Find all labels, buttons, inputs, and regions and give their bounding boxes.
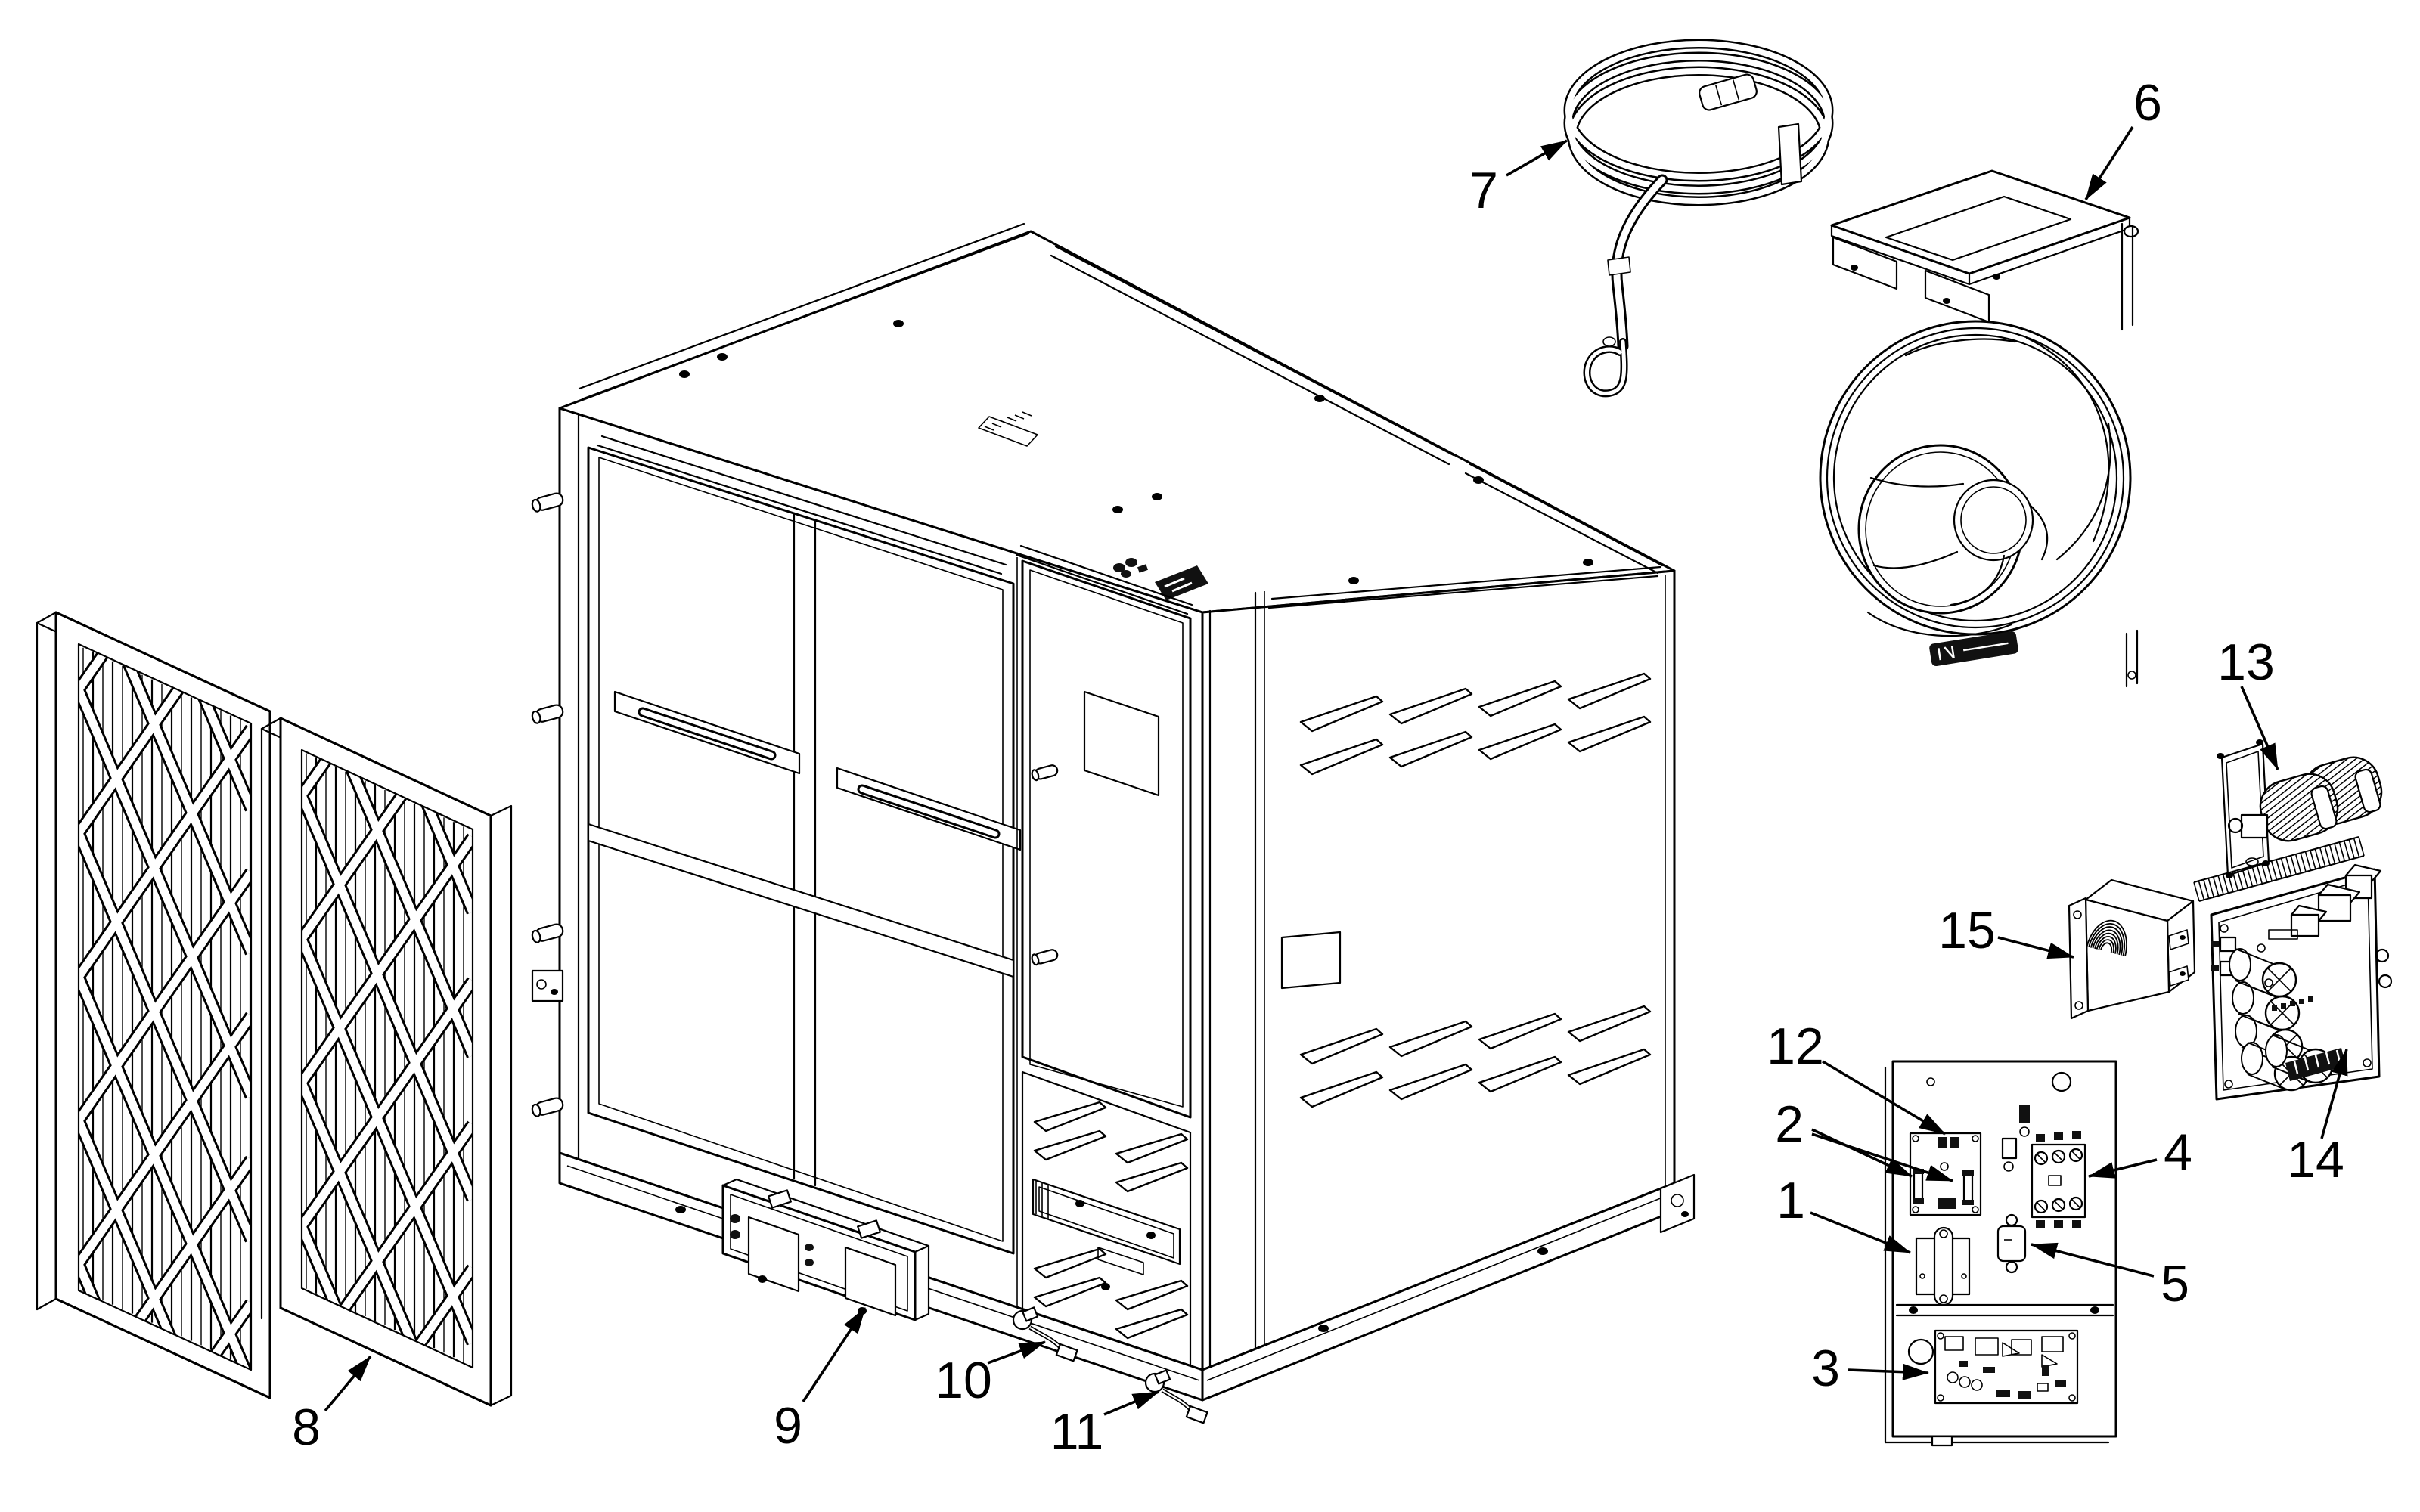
door-window — [1083, 690, 1160, 797]
callout-10: 10 — [935, 1352, 992, 1409]
leader-arrow-4 — [2088, 1158, 2158, 1179]
corner-post — [1208, 575, 1666, 1373]
vent-emblem — [978, 411, 1038, 447]
top-label — [1155, 565, 1208, 600]
sensor-10 — [1012, 1306, 1078, 1362]
power-board — [2193, 836, 2393, 1101]
callout-11: 11 — [1050, 1403, 1104, 1461]
front-door — [1015, 544, 1193, 1119]
front-filter-frame — [587, 446, 1022, 1308]
callout-9: 9 — [774, 1397, 802, 1455]
door-hinge-pin — [1031, 949, 1059, 966]
callout-6: 6 — [2133, 74, 2162, 132]
blower-bracket — [1830, 169, 2139, 331]
leader-arrow-1 — [1810, 1211, 1911, 1254]
leader-arrow-9 — [802, 1307, 867, 1402]
transformer-small — [2068, 878, 2196, 1020]
top-details — [679, 320, 1484, 600]
corner-bracket — [1659, 1173, 1696, 1234]
filter-right — [260, 717, 513, 1407]
divider-rail — [1895, 1303, 2114, 1317]
hinge-pin — [531, 1097, 564, 1117]
top-trim-rails — [578, 222, 1664, 609]
door-hinge-pin — [1031, 764, 1059, 782]
display-window — [747, 1216, 800, 1293]
leader-arrow-7 — [1506, 139, 1568, 177]
leader-arrow-6 — [2084, 126, 2134, 200]
cabinet — [531, 222, 1696, 1402]
callout-8: 8 — [292, 1399, 321, 1456]
hinge-stile — [531, 413, 580, 1160]
blower-assembly — [1819, 169, 2139, 688]
callout-13: 13 — [2217, 634, 2275, 691]
control-board — [1934, 1329, 2079, 1405]
capacitor-5 — [1996, 1213, 2027, 1274]
contactor — [2031, 1131, 2086, 1228]
choke-windings — [2259, 756, 2383, 842]
leader-arrow-10 — [987, 1340, 1046, 1365]
callout-2: 2 — [1775, 1095, 1804, 1153]
hinge-pin — [531, 923, 564, 943]
callout-15: 15 — [1938, 902, 1996, 959]
display-module — [721, 1178, 930, 1321]
corner-foot-tab — [531, 969, 564, 1002]
filter-left — [36, 611, 271, 1399]
air-filters — [36, 611, 513, 1407]
relay-small — [2001, 1105, 2030, 1172]
transformer-1 — [1915, 1226, 1971, 1306]
blower-wheel — [1819, 320, 2139, 688]
leader-arrow-2 — [1811, 1132, 1953, 1182]
callout-14: 14 — [2287, 1131, 2344, 1188]
terminal-lugs — [2168, 929, 2189, 987]
hose-strap — [1777, 122, 1803, 186]
control-box — [1884, 1060, 2118, 1447]
filter-rail — [836, 767, 1022, 851]
nameplate — [1280, 931, 1342, 990]
leader-arrow-11 — [1103, 1390, 1159, 1416]
callout-12: 12 — [1767, 1018, 1824, 1075]
hose-tail — [1583, 174, 1668, 398]
fuse-board — [1909, 1132, 1982, 1216]
leader-arrow-12 — [1822, 1060, 1946, 1136]
hinge-pin — [531, 492, 564, 513]
callout-5: 5 — [2161, 1255, 2189, 1312]
mid-rail — [587, 823, 1015, 978]
filter-rail — [613, 690, 801, 775]
leader-arrow-15 — [1997, 936, 2074, 959]
brand-mark — [1929, 631, 2018, 667]
leader-arrow-13 — [2240, 686, 2279, 770]
callout-1: 1 — [1776, 1172, 1805, 1229]
fuse — [1962, 1170, 1974, 1205]
leader-arrow-5 — [2031, 1242, 2155, 1278]
leader-arrow-3 — [1848, 1363, 1929, 1380]
leader-arrow-14 — [2320, 1049, 2348, 1139]
callout-3: 3 — [1811, 1340, 1840, 1397]
side-louvers — [1280, 559, 1652, 1108]
leader-arrow-2 — [1811, 1128, 1913, 1178]
board-details — [2257, 929, 2393, 1081]
coiled-hose — [1563, 39, 1834, 398]
wire-grommets — [1113, 558, 1149, 578]
leader-arrow-8 — [324, 1355, 372, 1412]
callout-4: 4 — [2164, 1123, 2192, 1181]
hose-connector — [1699, 73, 1758, 111]
hinge-pin — [531, 704, 564, 724]
front-louver-panel — [1021, 1070, 1192, 1367]
fuse — [1913, 1169, 1924, 1204]
display-window — [844, 1246, 897, 1317]
callout-7: 7 — [1469, 162, 1498, 219]
recessed-pocket — [1032, 1178, 1181, 1275]
relay-blocks — [2290, 863, 2382, 937]
